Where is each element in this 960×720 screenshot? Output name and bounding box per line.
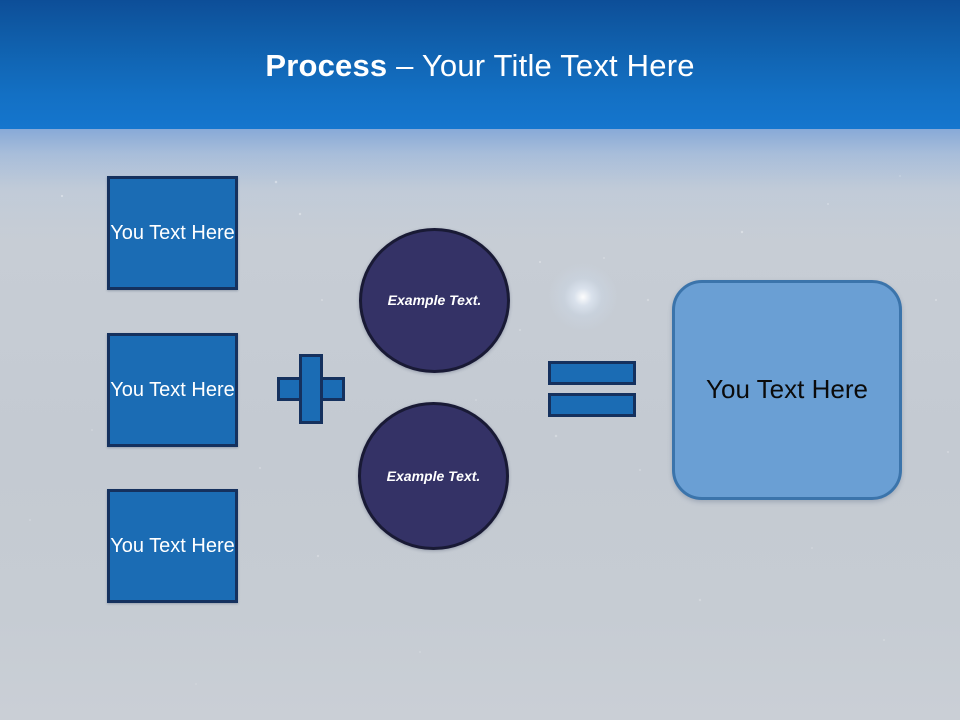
input-box-2-label: You Text Here <box>110 378 235 401</box>
input-box-2[interactable]: You Text Here <box>107 333 238 447</box>
input-box-1-label: You Text Here <box>110 221 235 244</box>
plus-icon-center-patch <box>302 380 320 398</box>
result-box-label: You Text Here <box>706 374 868 405</box>
equals-icon-bottom-bar <box>548 393 636 417</box>
input-box-3[interactable]: You Text Here <box>107 489 238 603</box>
equals-icon <box>548 361 636 417</box>
background-star-glow <box>548 262 618 332</box>
input-box-1[interactable]: You Text Here <box>107 176 238 290</box>
page-title-bold: Process <box>265 48 388 83</box>
input-box-3-label: You Text Here <box>110 534 235 557</box>
page-title-regular: – Your Title Text Here <box>387 48 695 83</box>
plus-icon <box>277 354 345 424</box>
example-circle-1[interactable]: Example Text. <box>359 228 510 373</box>
result-box[interactable]: You Text Here <box>672 280 902 500</box>
example-circle-2[interactable]: Example Text. <box>358 402 509 550</box>
page-title: Process – Your Title Text Here <box>0 50 960 81</box>
example-circle-1-label: Example Text. <box>387 292 482 309</box>
equals-icon-top-bar <box>548 361 636 385</box>
header-band <box>0 0 960 129</box>
example-circle-2-label: Example Text. <box>386 467 481 484</box>
